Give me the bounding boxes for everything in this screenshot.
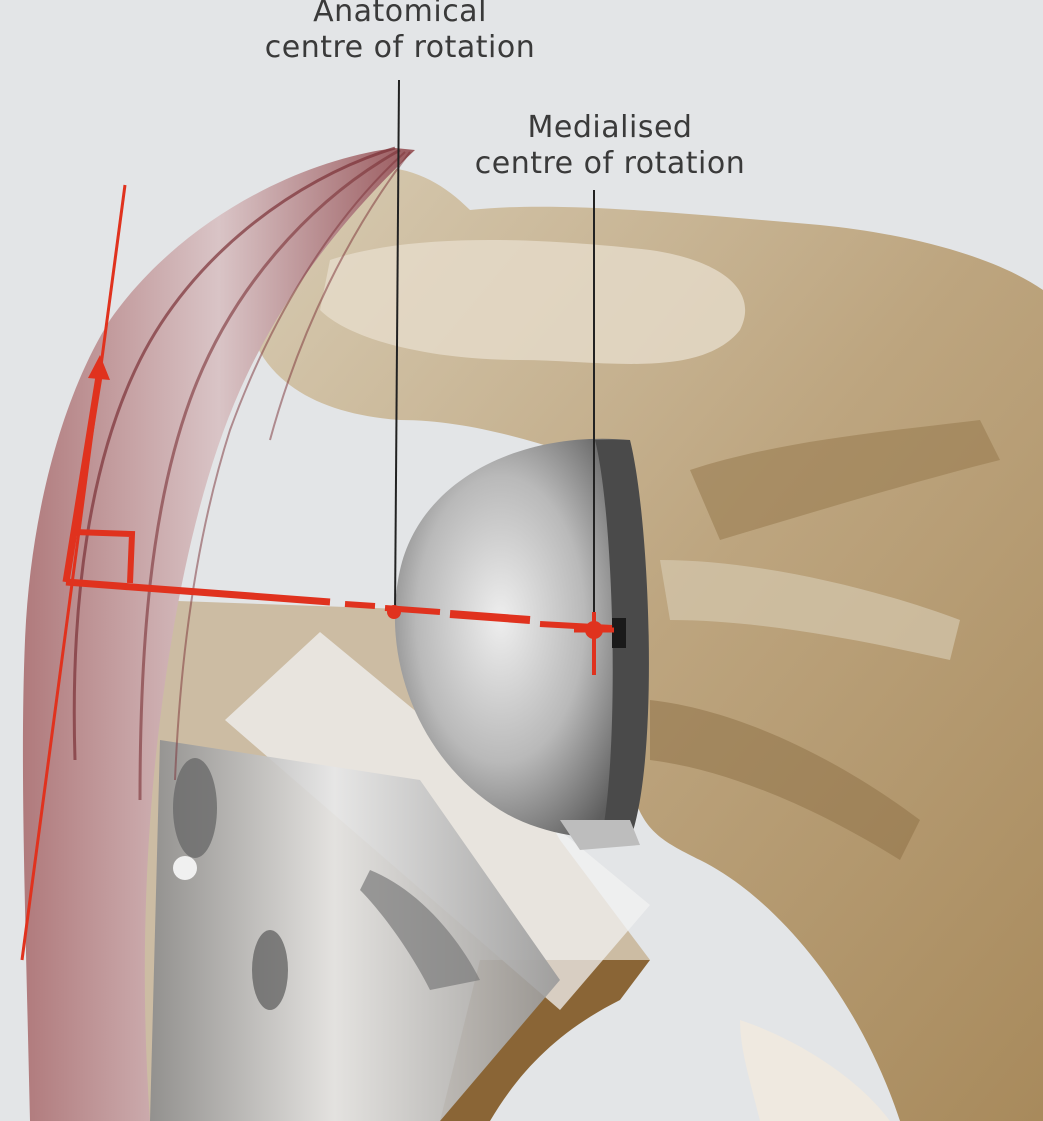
anatomical-centre-marker [387, 605, 401, 619]
anatomical-label-line2: centre of rotation [230, 30, 570, 66]
anatomical-centre-label: Anatomical centre of rotation [230, 0, 570, 66]
medialised-label-line1: Medialised [440, 110, 780, 146]
medialised-label-line2: centre of rotation [440, 146, 780, 182]
medialised-centre-label: Medialised centre of rotation [440, 110, 780, 182]
anatomical-label-line1: Anatomical [230, 0, 570, 30]
